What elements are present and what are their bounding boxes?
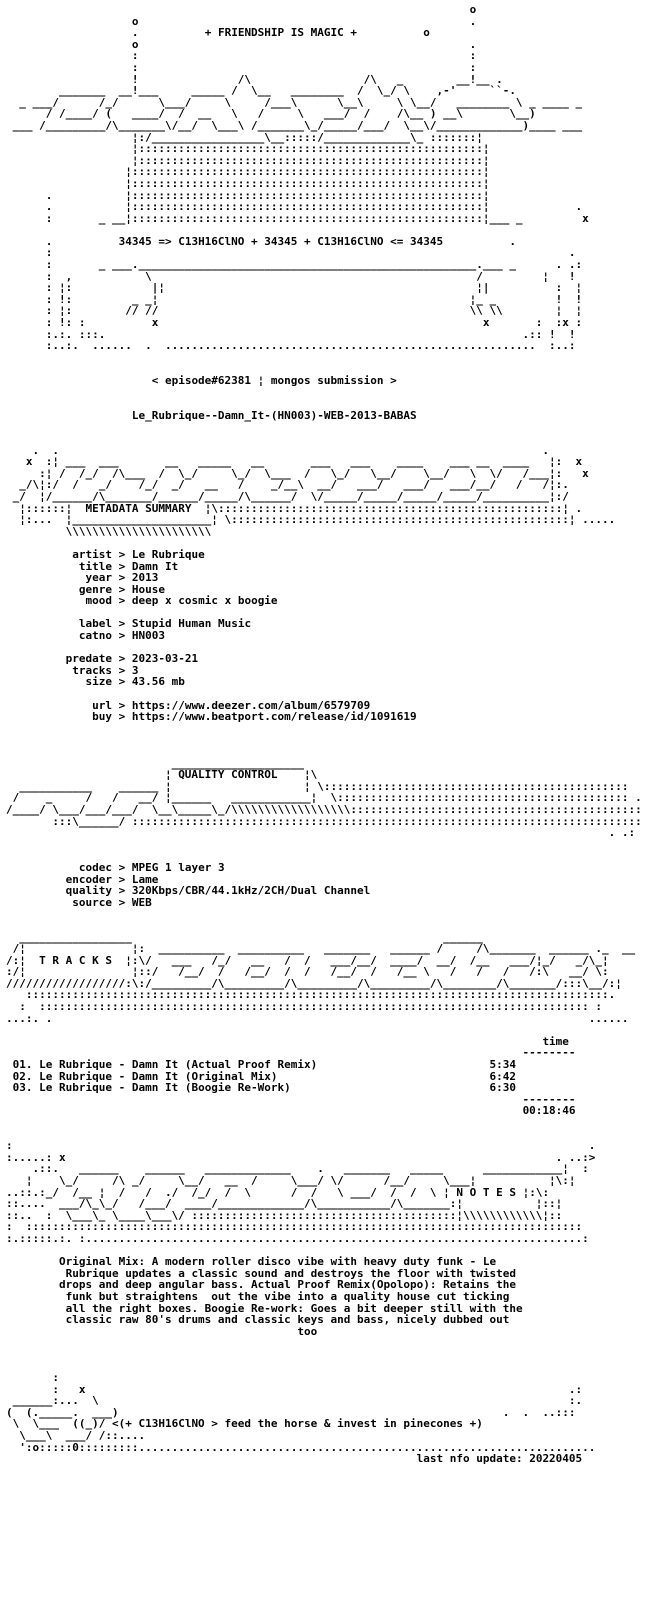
metadata-key-genre: genre	[78, 582, 112, 596]
notes-line: all the right boxes. Boogie Re-work: Goe…	[65, 1301, 523, 1315]
metadata-value-artist: Le Rubrique	[131, 547, 205, 561]
track-time: 5:34	[489, 1058, 516, 1072]
ascii-art-deco: o	[423, 26, 430, 40]
track-name: Le Rubrique - Damn It (Actual Proof Remi…	[39, 1058, 318, 1072]
tracks-banner: _________________ ______ /¦ ¦: _________…	[6, 930, 636, 967]
ascii-logo-top: o . : : : :	[12, 37, 589, 225]
metadata-value-year: 2013	[131, 571, 159, 585]
release-name: Le_Rubrique--Damn_It-(HN003)-WEB-2013-BA…	[131, 408, 417, 422]
metadata-key-year: year	[85, 571, 112, 585]
metadata-key-artist: artist	[72, 547, 112, 561]
quality-value-source: WEB	[131, 895, 152, 909]
episode-line: < episode#62381 ¦ mongos submission >	[151, 374, 397, 387]
metadata-key-size: size	[85, 675, 112, 689]
track-time: 6:30	[489, 1081, 516, 1095]
metadata-value-predate: 2023-03-21	[131, 652, 199, 666]
footer-horse-art: : : x .: ______:... \ :. ( (._____. ___)	[6, 1371, 583, 1431]
metadata-value-url[interactable]: https://www.deezer.com/album/6579709	[131, 698, 371, 712]
ascii-art-deco: o	[131, 14, 139, 28]
track-time: 6:42	[489, 1069, 516, 1083]
notes-line: drops and deep angular bass. Actual Proo…	[58, 1278, 516, 1292]
metadata-value-label: Stupid Human Music	[131, 617, 252, 631]
ascii-logo-bottom: : . : _ ___.____________________________…	[45, 246, 583, 353]
last-nfo-update: last nfo update: 20220405	[416, 1452, 583, 1466]
metadata-key-label: label	[78, 617, 112, 631]
metadata-value-size: 43.56 mb	[131, 675, 185, 689]
ascii-art-deco: .	[469, 14, 477, 28]
notes-line: Original Mix: A modern roller disco vibe…	[58, 1255, 497, 1269]
notes-line: classic raw 80's drums and classic keys …	[65, 1313, 510, 1327]
quality-key-quality: quality	[65, 884, 112, 898]
notes-banner: : . :.....: x . ..:> .::. ______	[6, 1139, 596, 1199]
metadata-value-genre: House	[131, 582, 165, 596]
quality-banner: ____________________ ¦	[164, 756, 305, 782]
quality-value-codec: MPEG 1 layer 3	[131, 860, 225, 874]
metadata-key-title: title	[78, 559, 112, 573]
track-name: Le Rubrique - Damn It (Boogie Re-Work)	[39, 1081, 291, 1095]
metadata-key-url: url	[92, 698, 112, 712]
header-formula: 34345 => C13H16ClNO + 34345 + C13H16ClNO…	[118, 234, 444, 248]
notes-line: Rubrique updates a classic sound and des…	[65, 1266, 516, 1280]
notes-line: funk but straightens out the vibe into a…	[65, 1289, 510, 1303]
notes-section-title: N O T E S	[456, 1185, 516, 1199]
metadata-list: artist > Le Rubrique title > Damn It yea…	[65, 547, 417, 724]
track-num: 03.	[12, 1081, 33, 1095]
metadata-value-mood: deep x cosmic x boogie	[131, 594, 278, 608]
quality-key-encoder: encoder	[65, 872, 112, 886]
footer-slogan: <(+ C13H16ClNO > feed the horse & invest…	[111, 1417, 483, 1431]
tracks-total-time: 00:18:46	[522, 1104, 576, 1118]
metadata-key-catno: catno	[78, 629, 112, 643]
metadata-section-title: METADATA SUMMARY	[85, 501, 192, 515]
header-tagline: + FRIENDSHIP IS MAGIC +	[204, 26, 358, 40]
track-name: Le Rubrique - Damn It (Original Mix)	[39, 1069, 278, 1083]
ascii-art-deco: o	[469, 3, 477, 16]
track-num: 01.	[12, 1058, 33, 1072]
nfo-text: o o . . + FRIENDSHIP IS MAGIC + o o	[6, 3, 642, 1466]
metadata-value-tracks: 3	[131, 663, 139, 677]
track-row: 01. Le Rubrique - Damn It (Actual Proof …	[6, 1058, 516, 1071]
quality-section-title: QUALITY CONTROL	[178, 768, 278, 782]
metadata-value-catno: HN003	[131, 629, 165, 643]
track-row: 02. Le Rubrique - Damn It (Original Mix)…	[6, 1070, 516, 1083]
tracks-section-title: T R A C K S	[39, 953, 112, 967]
notes-line: too	[297, 1324, 318, 1338]
metadata-key-buy: buy	[92, 710, 112, 724]
quality-value-encoder: Lame	[131, 872, 159, 886]
quality-key-source: source	[72, 895, 112, 909]
metadata-banner: . . . x :¦ ___ ___ __ _____ __ ___ ___ _…	[12, 443, 589, 515]
metadata-key-predate: predate	[65, 652, 112, 666]
metadata-key-tracks: tracks	[72, 663, 112, 677]
quality-value-quality: 320Kbps/CBR/44.1kHz/2CH/Dual Channel	[131, 884, 371, 898]
metadata-key-mood: mood	[85, 594, 112, 608]
metadata-value-title: Damn It	[131, 559, 179, 573]
metadata-value-buy[interactable]: https://www.beatport.com/release/id/1091…	[131, 710, 417, 724]
tracks-time-header: time	[542, 1034, 569, 1048]
track-row: 03. Le Rubrique - Damn It (Boogie Re-Wor…	[6, 1081, 516, 1094]
track-num: 02.	[12, 1069, 33, 1083]
notes-body: Original Mix: A modern roller disco vibe…	[6, 1255, 523, 1338]
quality-list: codec > MPEG 1 layer 3 encoder > Lame qu…	[65, 860, 371, 909]
quality-key-codec: codec	[78, 860, 112, 874]
ascii-art-deco: .	[131, 26, 139, 40]
